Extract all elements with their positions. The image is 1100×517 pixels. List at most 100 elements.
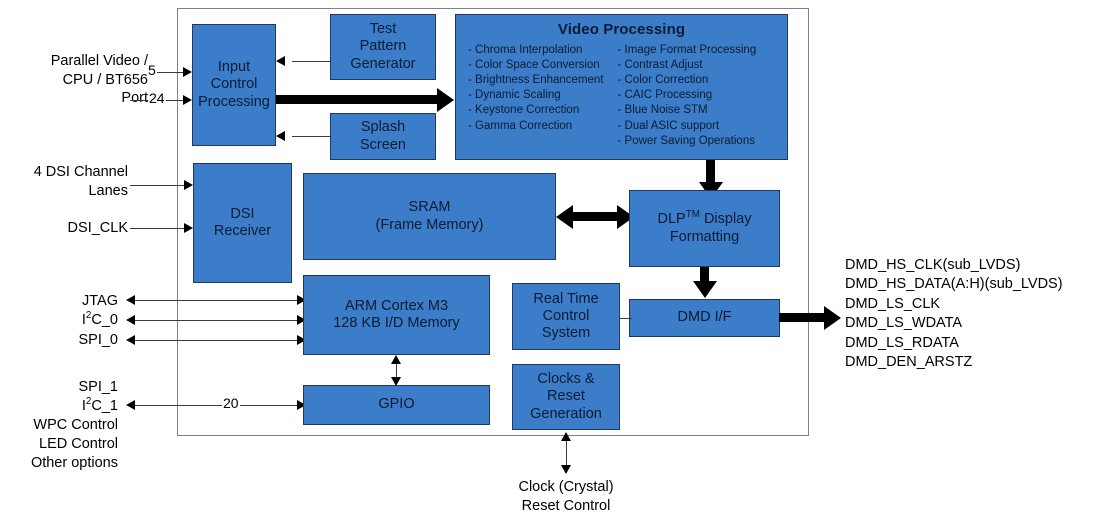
dlp-line1: DLPTM Display <box>657 209 751 228</box>
dmd-if-line1: DMD I/F <box>677 309 732 326</box>
label-other-options: Other options <box>0 454 118 473</box>
dlp-line1-pre: DLP <box>657 211 686 228</box>
arrowhead-dsi-clk <box>184 222 193 233</box>
wire-dsi-clk <box>130 228 187 229</box>
arrowhead-i2c-0-right <box>297 314 306 325</box>
arrowhead-arm-to-gpio-up <box>390 355 401 364</box>
arrowhead-clock-reset-up <box>560 432 571 441</box>
vp-left-item-2: - Brightness Enhancement <box>468 74 604 87</box>
dlp-trademark-sup: TM <box>685 209 700 221</box>
clocks-line2: Reset <box>547 388 585 405</box>
arrowhead-sram-to-dlp-left <box>556 204 573 229</box>
bus-width-20: 20 <box>222 395 240 411</box>
wire-arm-to-gpio <box>396 362 397 380</box>
i2c-1-pre: I <box>81 398 86 414</box>
label-dmd-signal-list: DMD_HS_CLK(sub_LVDS) DMD_HS_DATA(A:H)(su… <box>845 256 1095 373</box>
other-options-line1: Other options <box>30 455 118 471</box>
wpc-control-line1: WPC Control <box>33 417 118 433</box>
test-pattern-line1: Test <box>369 21 397 38</box>
dmd-signal-2: DMD_LS_CLK <box>845 295 941 312</box>
arm-line1: ARM Cortex M3 <box>344 297 449 314</box>
vp-right-item-2: - Color Correction <box>617 74 709 87</box>
block-test-pattern-generator[interactable]: Test Pattern Generator <box>330 14 436 80</box>
video-processing-column-right: - Image Format Processing - Contrast Adj… <box>618 43 757 149</box>
label-jtag: JTAG <box>0 292 118 311</box>
input-control-line3: Processing <box>198 93 270 110</box>
label-spi-0: SPI_0 <box>0 331 119 350</box>
i2c-1-text: I2C_1 <box>0 397 118 416</box>
vp-left-item-4: - Keystone Correction <box>468 104 580 117</box>
label-i2c-0: I2C_0 <box>0 311 118 330</box>
rtc-line3: System <box>541 325 591 342</box>
block-gpio[interactable]: GPIO <box>303 385 490 425</box>
dsi-lanes-line2: Lanes <box>88 182 128 199</box>
wire-testpattern-to-input <box>292 61 330 62</box>
block-video-processing[interactable]: Video Processing - Chroma Interpolation … <box>455 14 788 160</box>
i2c-0-sup: 2 <box>85 310 92 322</box>
clocks-line3: Generation <box>530 405 602 422</box>
dlp-line2: Formatting <box>669 228 740 245</box>
bus-input-to-video-processing <box>276 95 438 104</box>
dmd-signal-1: DMD_HS_DATA(A:H)(sub_LVDS) <box>845 276 1063 293</box>
arrowhead-spi-0-right <box>297 334 306 345</box>
clock-reset-line1: Clock (Crystal) <box>518 479 614 495</box>
bus-dlp-to-dmdif <box>700 267 709 284</box>
test-pattern-line3: Generator <box>350 55 416 72</box>
vp-right-item-5: - Dual ASIC support <box>617 119 720 132</box>
splash-screen-line1: Splash <box>360 119 406 136</box>
block-splash-screen[interactable]: Splash Screen <box>330 113 436 160</box>
i2c-0-post: C_0 <box>91 312 118 328</box>
vp-left-item-5: - Gamma Correction <box>468 119 573 132</box>
splash-screen-line2: Screen <box>360 136 406 153</box>
label-i2c-1: I2C_1 <box>0 397 118 416</box>
arrowhead-dlp-to-dmdif <box>692 281 717 298</box>
arrowhead-testpattern-to-input <box>276 55 285 66</box>
spi-1-line1: SPI_1 <box>78 379 119 395</box>
wire-splash-to-input <box>292 136 330 137</box>
block-input-control-processing[interactable]: Input Control Processing <box>192 24 276 146</box>
block-dmd-interface[interactable]: DMD I/F <box>629 299 780 337</box>
dmd-signal-3: DMD_LS_WDATA <box>845 315 963 332</box>
wire-i2c-0 <box>135 320 303 321</box>
dsi-receiver-line2: Receiver <box>213 223 272 239</box>
test-pattern-line2: Pattern <box>359 38 407 55</box>
arrowhead-arm-to-gpio-down <box>390 377 401 386</box>
led-control-line1: LED Control <box>39 436 118 452</box>
parallel-video-line3: Port <box>121 90 148 107</box>
label-spi-1: SPI_1 <box>0 378 119 397</box>
vp-left-item-3: - Dynamic Scaling <box>468 89 561 102</box>
bus-width-5: 5 <box>147 62 157 78</box>
label-led-control: LED Control <box>0 435 118 454</box>
chip-boundary-outline <box>177 8 809 436</box>
clocks-line1: Clocks & <box>537 371 595 388</box>
gpio-line1: GPIO <box>378 396 415 413</box>
wire-clock-reset-external <box>566 440 567 468</box>
block-clocks-reset-generation[interactable]: Clocks & Reset Generation <box>512 364 620 430</box>
label-parallel-video-port: Parallel Video / CPU / BT656 Port <box>8 52 148 108</box>
vp-right-item-0: - Image Format Processing <box>617 43 757 56</box>
i2c-0-text: I2C_0 <box>0 311 118 330</box>
parallel-video-line1: Parallel Video / <box>50 53 148 69</box>
input-control-line2: Control <box>210 76 258 93</box>
label-wpc-control: WPC Control <box>0 416 118 435</box>
arrowhead-i2c-0-left <box>126 314 135 325</box>
block-arm-cortex-m3[interactable]: ARM Cortex M3 128 KB I/D Memory <box>303 275 490 355</box>
dsi-lanes-line1: 4 DSI Channel <box>33 164 128 180</box>
arrowhead-input-to-video-processing <box>437 87 454 112</box>
arrowhead-clock-reset-down <box>560 465 571 474</box>
vp-right-item-4: - Blue Noise STM <box>617 104 708 117</box>
wire-spi-0 <box>135 340 303 341</box>
block-dlp-display-formatting[interactable]: DLPTM Display Formatting <box>629 190 780 267</box>
wire-gpio-bus <box>135 405 303 406</box>
dmd-signal-5: DMD_DEN_ARSTZ <box>845 354 973 371</box>
arrowhead-dsi-lanes <box>184 179 193 190</box>
block-real-time-control-system[interactable]: Real Time Control System <box>512 283 620 350</box>
video-processing-column-left: - Chroma Interpolation - Color Space Con… <box>468 43 604 149</box>
block-sram-frame-memory[interactable]: SRAM (Frame Memory) <box>303 173 556 260</box>
block-dsi-receiver[interactable]: DSI Receiver <box>193 163 292 283</box>
rtc-line2: Control <box>542 307 590 324</box>
arrowhead-parallel-video-24 <box>183 94 192 105</box>
label-dsi-channel-lanes: 4 DSI Channel Lanes <box>0 163 128 200</box>
vp-left-item-0: - Chroma Interpolation <box>468 43 583 56</box>
